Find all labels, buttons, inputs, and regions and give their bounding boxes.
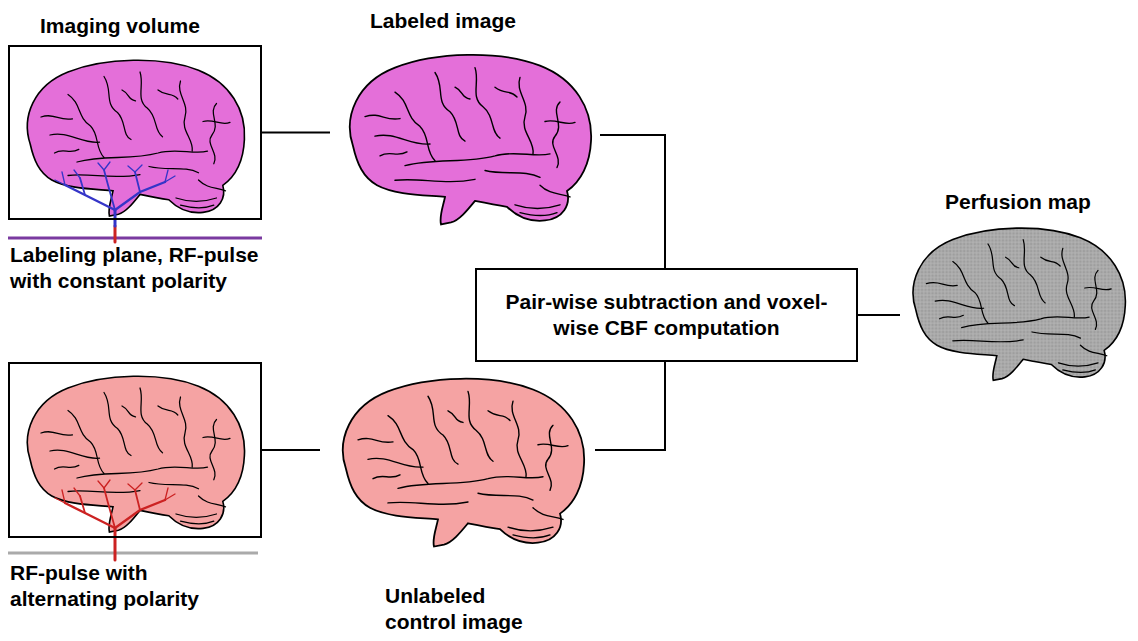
box-heading: Imaging volume: [40, 13, 280, 39]
process-text: Pair-wise subtraction and voxel-wise CBF…: [491, 289, 842, 342]
vessel-tree-labeled: [55, 162, 175, 242]
labeling-caption: Labeling plane, RF-pulse with constant p…: [10, 242, 280, 295]
rf-caption: RF-pulse with alternating polarity: [10, 560, 245, 613]
control-plane: [8, 552, 258, 555]
connector-line: [858, 314, 900, 316]
connector-line: [262, 132, 330, 134]
brain-labeled-image: [350, 55, 591, 225]
labeled-image-node: Labeled image: [330, 5, 600, 230]
image-heading: Perfusion map: [945, 186, 1133, 215]
process-box: Pair-wise subtraction and voxel-wise CBF…: [475, 268, 858, 362]
image-heading: Labeled image: [370, 5, 600, 34]
labeling-plane: [8, 237, 262, 240]
brain-control-volume: [27, 376, 244, 532]
brain-control-image: [343, 379, 584, 547]
image-heading: Unlabeled control image: [385, 583, 555, 638]
perfusion-map-node: Perfusion map: [900, 186, 1133, 386]
connector-line: [600, 135, 665, 268]
brain-labeled-volume: [27, 60, 244, 216]
brain-perfusion-map: [913, 228, 1125, 380]
connector-line: [262, 449, 320, 451]
imaging-volume-box: Imaging volumeLabeling plane, RF-pulse w…: [8, 45, 262, 220]
control-volume-box: RF-pulse with alternating polarity: [8, 362, 262, 538]
vessel-tree-control: [55, 480, 175, 560]
connector-line: [595, 362, 665, 450]
control-image-node: Unlabeled control image: [320, 365, 595, 637]
